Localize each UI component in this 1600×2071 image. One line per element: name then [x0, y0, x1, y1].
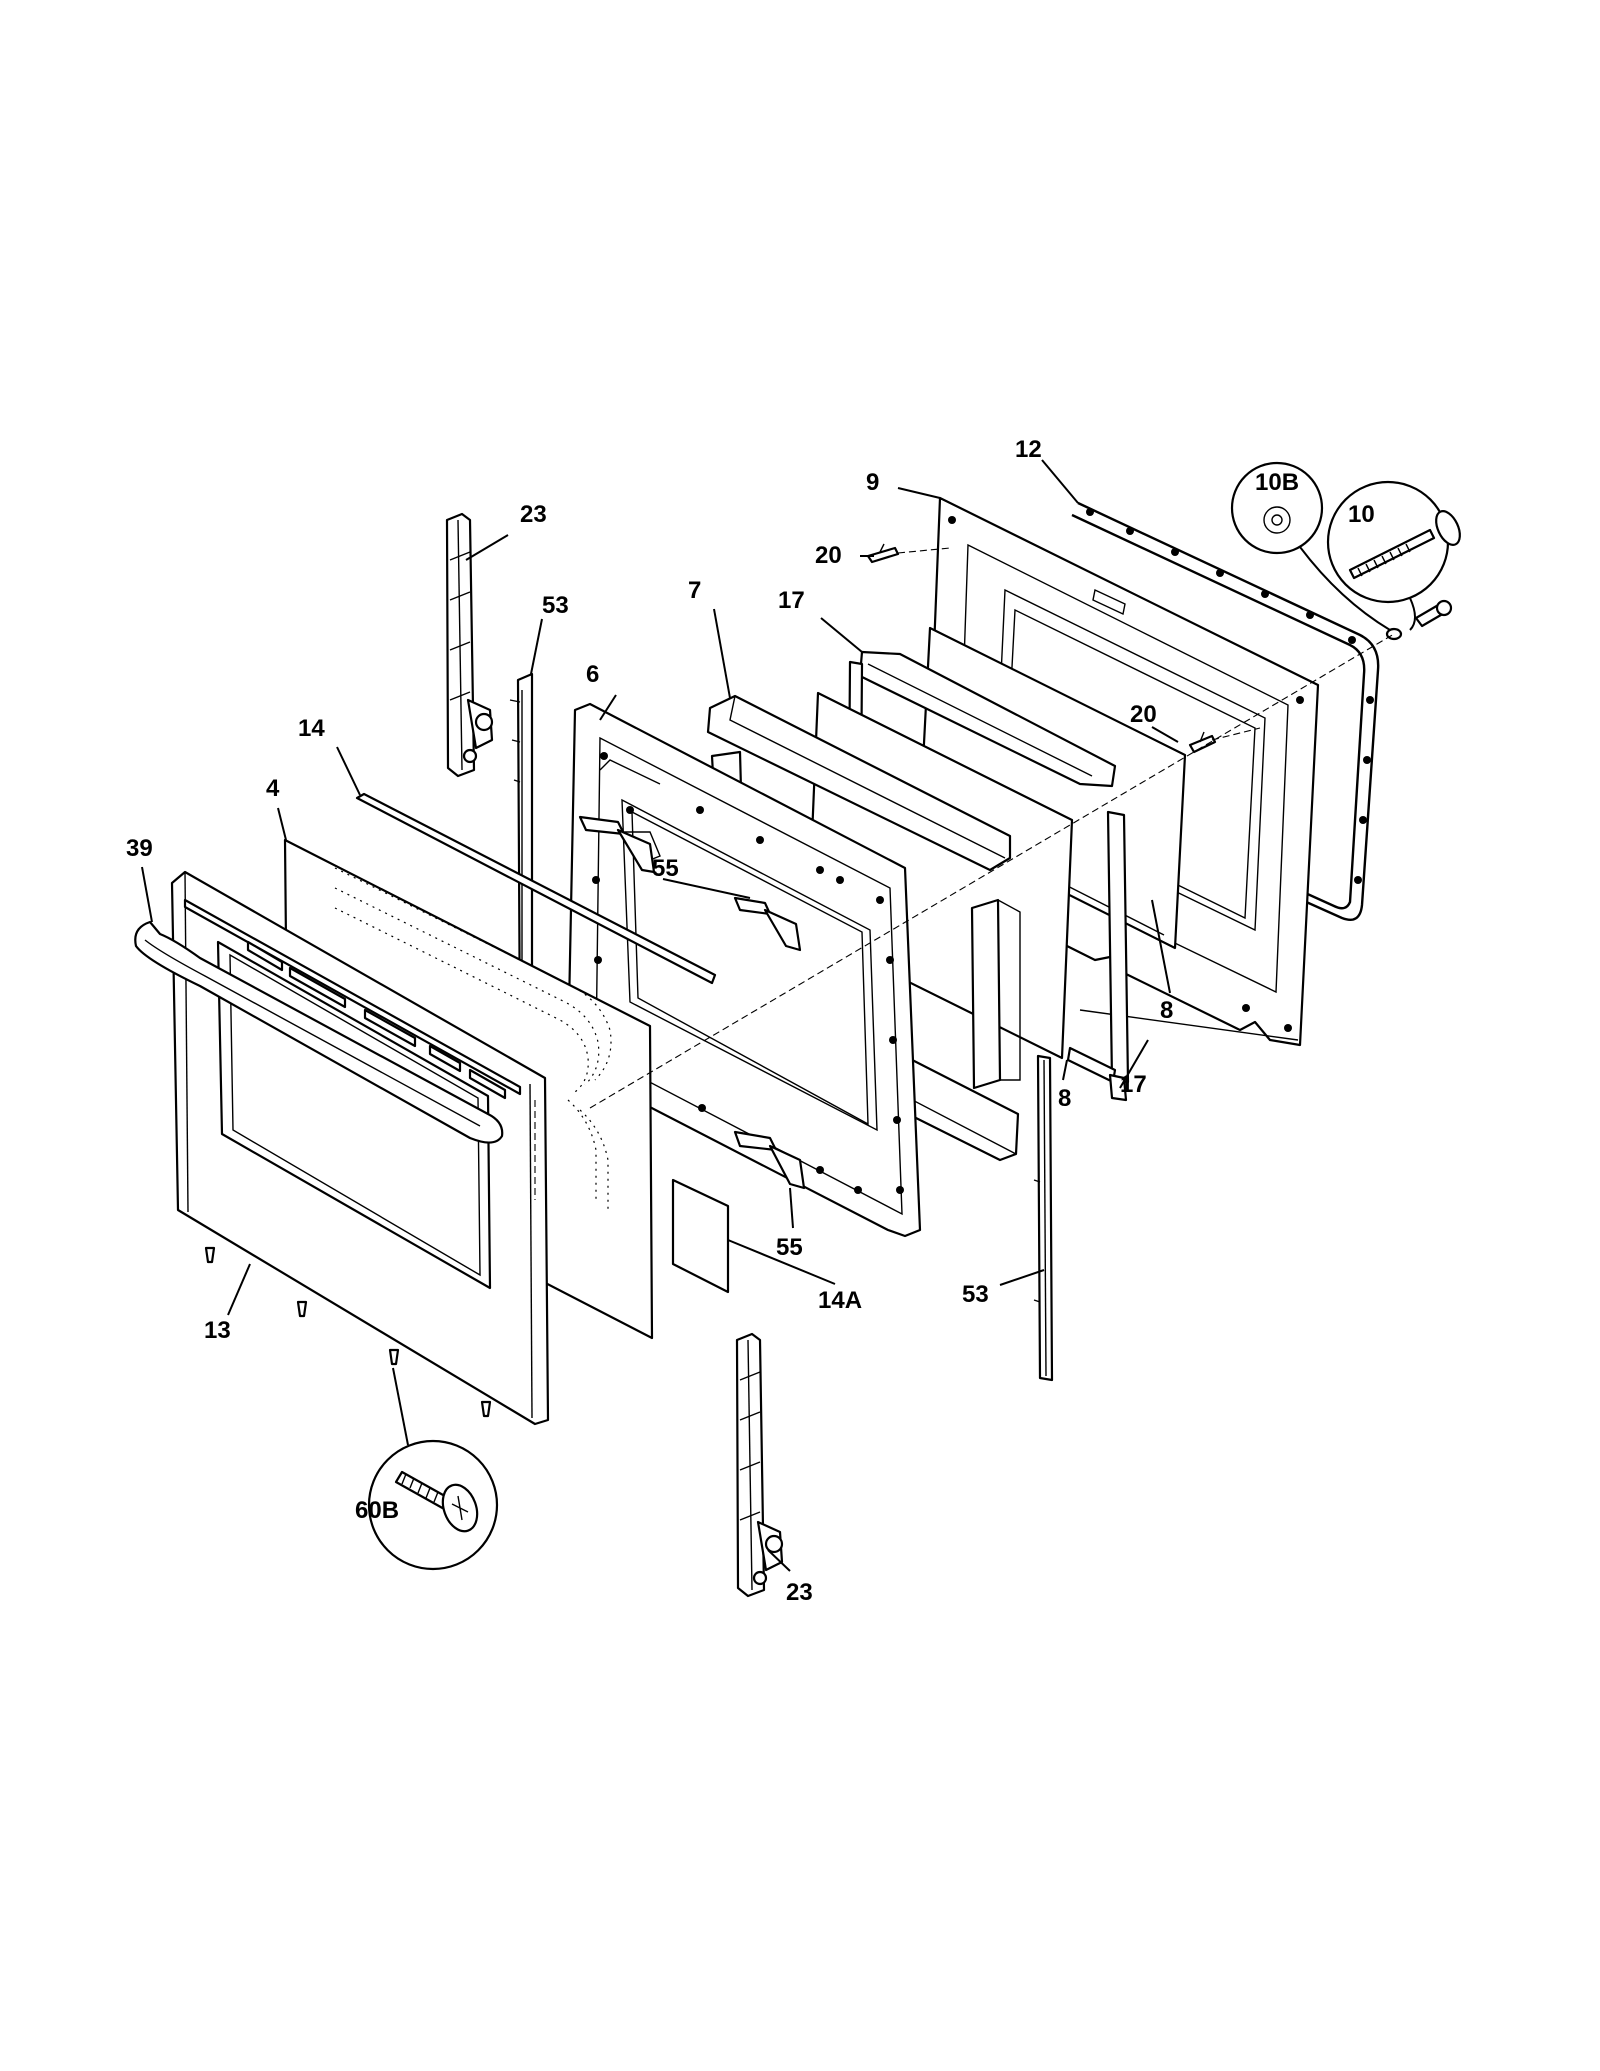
assembly-lines: [589, 547, 1395, 1109]
door-hinge-top: [445, 512, 494, 778]
callout-8-front: 8: [1058, 1085, 1071, 1112]
callout-17-top: 17: [778, 587, 805, 614]
callout-23-bottom: 23: [786, 1579, 813, 1606]
door-gasket: [1071, 501, 1380, 922]
callout-20-right: 20: [1130, 701, 1157, 728]
callout-13: 13: [204, 1317, 231, 1344]
callout-14: 14: [298, 715, 325, 742]
callout-10: 10: [1348, 501, 1375, 528]
callout-10b: 10B: [1255, 469, 1299, 496]
glass-spacer-front: [1066, 810, 1130, 1102]
callout-7: 7: [688, 577, 701, 604]
leader-lines: [141, 459, 1179, 1572]
door-screws: [204, 1246, 492, 1418]
callout-labels: 12 9 10B 10 23 20 7 17 53 6 14 20 4 39 5…: [126, 436, 1375, 1606]
callout-8-rear: 8: [1160, 997, 1173, 1024]
door-side-trim-right: [1033, 1054, 1054, 1382]
hinge-receptacle-top: [578, 815, 802, 952]
callout-23-top: 23: [520, 501, 547, 528]
washer-detail: [1230, 461, 1391, 631]
callout-6: 6: [586, 661, 599, 688]
callout-14a: 14A: [818, 1287, 862, 1314]
door-screw-detail: [367, 1367, 499, 1571]
insulation-pad: [671, 1178, 730, 1294]
hinge-receptacle-bottom: [733, 1130, 806, 1190]
callout-20-top: 20: [815, 542, 842, 569]
callout-12: 12: [1015, 436, 1042, 463]
door-trim-strip: [355, 792, 717, 985]
callout-9: 9: [866, 469, 879, 496]
callout-53-left: 53: [542, 592, 569, 619]
screw-detail: [1326, 480, 1461, 631]
callout-55-bottom: 55: [776, 1234, 803, 1261]
callout-39: 39: [126, 835, 153, 862]
glass-clip-right: [1188, 731, 1217, 754]
door-handle: [134, 920, 504, 1144]
callout-4: 4: [266, 775, 280, 802]
callout-53-right: 53: [962, 1281, 989, 1308]
glass-clip-top: [866, 543, 900, 564]
door-screw-small: [1385, 599, 1453, 641]
callout-60b: 60B: [355, 1497, 399, 1524]
callout-55-top: 55: [652, 855, 679, 882]
callout-17-bottom: 17: [1120, 1071, 1147, 1098]
door-frame: [566, 702, 922, 1238]
